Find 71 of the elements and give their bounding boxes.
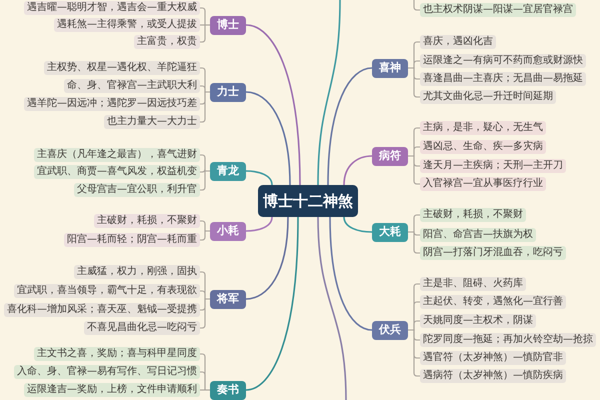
connector-curve <box>317 216 347 400</box>
bracket-connector <box>413 0 420 11</box>
leaf-note: 入官禄宫—宜从事医疗行业 <box>420 177 546 191</box>
leaf-note: 遇官符（太岁神煞）—慎防官非 <box>420 351 566 365</box>
leaf-note: 主起伏、转变，遇煞化—宜行善 <box>420 295 566 309</box>
connector-curve <box>246 170 273 186</box>
leaf-note: 入命、身、官禄—易有写作、写日记习惯 <box>14 365 200 379</box>
leaf-note: 喜化科—增加风采；喜天巫、魁钺—受提携 <box>4 303 200 317</box>
bracket-connector <box>408 329 420 377</box>
leaf-note: 也主权术阴谋—阳谋—宜居官禄宫 <box>420 3 576 17</box>
leaf-note: 主破财，耗损，不聚财 <box>420 208 526 222</box>
branch-topic: 博士 <box>210 16 246 34</box>
connector-curve <box>246 216 273 232</box>
leaf-note: 父母宫吉—宜公职，利升官 <box>74 183 200 197</box>
leaf-note: 喜逢昌曲—主喜庆；无昌曲—易拖延 <box>420 72 586 86</box>
leaf-note: 天姚同度—主权术，阴谋 <box>420 314 536 328</box>
bracket-connector <box>408 231 420 254</box>
branch-topic: 青龙 <box>210 162 246 180</box>
connector-curve <box>329 216 372 331</box>
leaf-note: 遇凶忌、生命、疾—多灾病 <box>420 140 546 154</box>
leaf-note: 遇吉曜—聪明才智，遇吉会—重大权威 <box>24 1 200 15</box>
bracket-connector <box>200 298 210 329</box>
leaf-note: 喜庆，遇凶化吉 <box>420 35 496 49</box>
connector-curve <box>343 216 372 233</box>
leaf-note: 不喜见昌曲化忌—吃闷亏 <box>84 321 200 335</box>
branch-topic: 病符 <box>372 146 408 166</box>
bracket-connector <box>200 230 210 241</box>
leaf-note: 也主力量大—大力士 <box>104 115 200 129</box>
bracket-connector <box>200 389 210 391</box>
leaf-note: 宜武职，喜当领导，霸气十足，有表现欲 <box>14 284 200 298</box>
branch-topic: 伏兵 <box>372 320 408 340</box>
leaf-note: 阳宫、命宫吉—扶旗为权 <box>420 228 536 242</box>
leaf-note: 运限逢之—有病可不药而愈或财源快 <box>420 54 586 68</box>
leaf-note: 阳宫—耗而轻；阴宫—耗而重 <box>64 233 200 247</box>
bracket-connector <box>200 24 210 43</box>
connector-curve <box>246 216 299 391</box>
leaf-note: 运限逢吉—奖励，上榜，文件申请顺利 <box>24 383 200 397</box>
branch-topic: 力士 <box>210 82 246 102</box>
branch-topic: 奏书 <box>210 380 246 400</box>
leaf-note: 遇耗煞—主得乘警，或受人提拔 <box>54 18 200 32</box>
connector-curve <box>246 216 289 300</box>
connector-curve <box>327 67 372 186</box>
leaf-note: 主威猛，权力，刚强，固执 <box>74 265 200 279</box>
leaf-note: 主富贵，权贵 <box>134 35 200 49</box>
leaf-note: 主是非、阻碍、火药库 <box>420 277 526 291</box>
leaf-note: 主破财，耗损，不聚财 <box>94 214 200 228</box>
bracket-connector <box>200 91 210 123</box>
leaf-note: 命、身、官禄宫—主武职大利 <box>64 79 200 93</box>
connector-curve <box>317 0 341 186</box>
branch-topic: 喜神 <box>372 58 408 78</box>
leaf-note: 逢天月—主疾病；天刑—主开刀 <box>420 159 566 173</box>
leaf-note: 尤其文曲化忌—升迁时间延期 <box>420 90 556 104</box>
central-topic: 博士十二神煞 <box>258 185 358 217</box>
bracket-connector <box>408 67 420 98</box>
branch-topic: 将军 <box>210 290 246 308</box>
leaf-note: 遇病符（太岁神煞）—慎防疾病 <box>420 369 566 383</box>
bracket-connector <box>200 170 210 191</box>
leaf-note: 主喜庆（凡年逢之最吉），喜气进财 <box>34 148 200 162</box>
leaf-note: 阴宫—打落门牙混血吞，吃闷亏 <box>420 246 566 260</box>
connector-curve <box>246 91 291 186</box>
bracket-connector <box>408 155 420 185</box>
leaf-note: 主权势、权星—遇化权、羊陀逼狂 <box>44 61 200 75</box>
branch-topic: 大耗 <box>372 222 408 242</box>
leaf-note: 遇羊陀—因远冲；遇陀罗—因远技巧差 <box>24 97 200 111</box>
leaf-note: 宜武职、商贾—喜气风发，权益机变 <box>34 165 200 179</box>
branch-topic: 小耗 <box>210 222 246 240</box>
leaf-note: 主病，是非，疑心，无生气 <box>420 121 546 135</box>
leaf-note: 主文书之喜，奖励；喜与科甲星同度 <box>34 347 200 361</box>
connector-curve <box>246 24 301 186</box>
leaf-note: 陀罗同度—拖延；再加火铃空劫—抢掠 <box>420 333 596 347</box>
connector-curve <box>343 155 372 186</box>
